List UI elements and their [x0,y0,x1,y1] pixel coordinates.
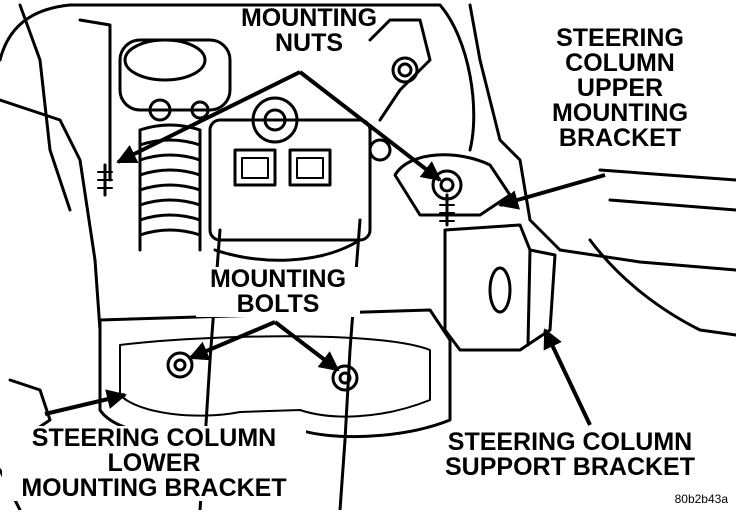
lower-mounting-bracket [98,308,452,439]
right-structure [468,3,562,252]
support-bracket [443,223,557,352]
left-mounting-bolt [166,351,194,379]
lower-mounting-bracket-label: STEERING COLUMN LOWER MOUNTING BRACKET [2,426,306,501]
dash-panel-outline [0,3,476,152]
coiled-shaft [138,123,202,252]
right-mounting-bolt [331,364,359,392]
left-frame [0,98,102,332]
support-bracket-arrow [543,328,592,426]
nuts-arrow-right [298,70,442,182]
upper-bracket-arrow [498,173,606,210]
lower-bracket-arrow [44,389,127,416]
bolts-arrow-left [188,320,276,361]
upper-mounting-bracket-label: STEERING COLUMN UPPER MOUNTING BRACKET [538,26,702,151]
nuts-arrow-left [116,70,301,164]
column-housing [208,118,372,242]
support-bracket-label: STEERING COLUMN SUPPORT BRACKET [430,430,710,480]
mounting-nuts-label: MOUNTING NUTS [240,4,378,57]
bolts-arrow-right [273,320,340,372]
figure-code: 80b2b43a [674,492,728,506]
mounting-bolts-label: MOUNTING BOLTS [196,267,360,317]
